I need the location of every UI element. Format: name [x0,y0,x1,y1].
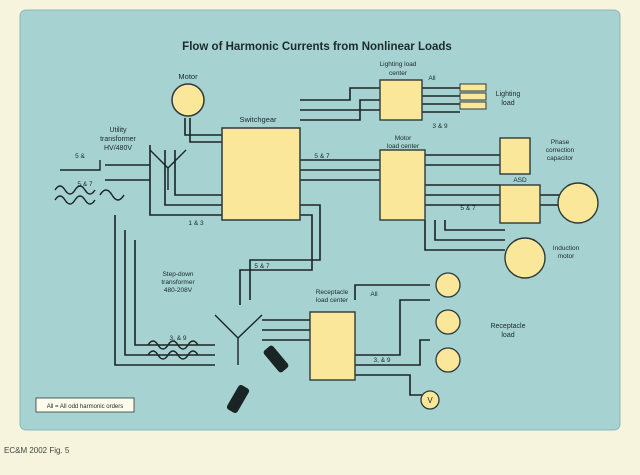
receptacle-icons [435,272,461,373]
step-down-transformer-icon [147,314,263,365]
capacitor-label-3: capacitor [547,155,574,162]
utility-transformer-label-1: Utility [109,127,127,134]
lighting-load-label-1: Lighting [496,91,521,98]
asd-box [499,184,541,224]
harmonic-label-57-b: 5 & 7 [460,205,476,212]
lighting-panel-label-1: Lighting load [380,61,417,68]
voltmeter-label: V [427,396,433,405]
clamp-meter-icon [226,345,289,414]
utility-transformer-icon [54,160,125,205]
receptacle-panel-label-1: Receptacle [316,289,349,296]
harmonic-label-13: 1 & 3 [188,220,204,227]
step-down-winding-label: 3, & 9 [170,335,187,342]
receptacle-load-label-2: load [501,332,514,339]
step-down-label-2: transformer [161,279,195,286]
motor-label: Motor [178,72,198,81]
harmonic-label-39b: 3, & 9 [374,357,391,364]
motor-load-center-box [379,149,426,221]
step-down-label-3: 480-208V [164,287,193,294]
harmonic-label-all-a: All [428,75,436,82]
mlc-label-1: Motor [395,135,412,142]
induction-motor-icon [504,237,546,279]
utility-transformer-label-3: HV/480V [104,145,132,152]
capacitor-label-1: Phase [551,139,570,146]
asd-label: ASD [513,177,527,184]
lighting-panel-label-2: center [389,70,408,77]
harmonic-label-5: 5 & [75,153,85,160]
harmonic-label-57-a: 5 & 7 [314,153,330,160]
lighting-load-center-box [379,79,423,121]
wiring [105,87,560,396]
mlc-label-2: load center [387,143,420,150]
capacitor-label-2: correction [546,147,575,154]
motor-icon [171,83,205,117]
induction-motor-label-1: Induction [553,245,580,252]
step-down-label-1: Step-down [162,271,193,278]
diagram-title: Flow of Harmonic Currents from Nonlinear… [182,41,452,53]
receptacle-panel-label-2: load center [316,297,349,304]
receptacle-load-center-box [309,311,356,381]
harmonic-label-all-b: All [370,291,378,298]
induction-motor-label-2: motor [558,253,575,260]
capacitor-icon [499,137,531,175]
lighting-load-label-2: load [501,100,514,107]
lighting-load-icon [459,83,487,110]
legend-text: All = All odd harmonic orders [47,404,124,410]
legend-box [35,397,135,413]
utility-transformer-label-2: transformer [100,136,136,143]
utility-winding-label: 5 & 7 [77,181,93,188]
voltmeter-icon [420,390,440,410]
receptacle-load-label-1: Receptacle [490,323,525,330]
switchgear-wye-icon [149,149,187,190]
switchgear-box [221,127,301,221]
switchgear-label: Switchgear [239,115,277,124]
asd-motor-icon [557,182,599,224]
figure-credit: EC&M 2002 Fig. 5 [4,446,70,455]
harmonic-label-39: 3 & 9 [432,123,448,130]
harmonic-label-57-c: 5 & 7 [254,263,270,270]
